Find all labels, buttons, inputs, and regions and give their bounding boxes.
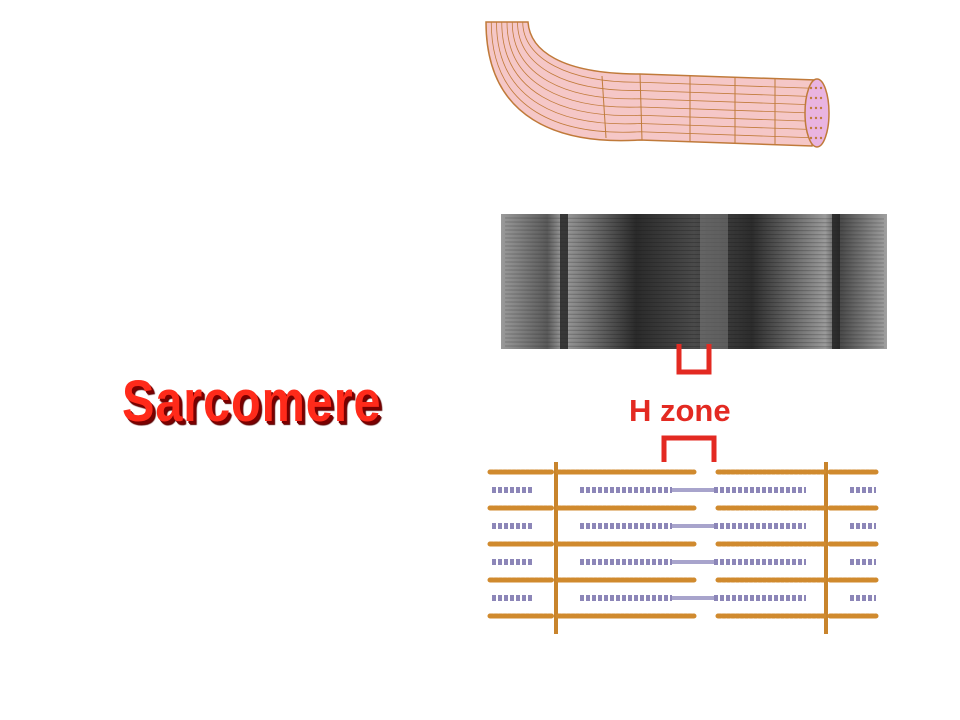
em-striation	[504, 237, 885, 240]
fiber-end-dot	[814, 106, 818, 110]
em-striation	[504, 265, 885, 268]
fiber-end-dot	[809, 126, 813, 130]
em-striation	[504, 289, 885, 292]
em-striation	[504, 241, 885, 244]
fiber-end-dot	[819, 116, 823, 120]
fiber-line	[496, 21, 813, 130]
fiber-end-dot	[814, 136, 818, 140]
h-zone-lower-bracket	[661, 435, 717, 462]
fiber-end-dot	[814, 116, 818, 120]
em-striation	[504, 261, 885, 264]
fiber-end-dot	[819, 126, 823, 130]
h-zone-label: H zone	[629, 393, 731, 428]
em-striation	[504, 217, 885, 220]
fiber-line	[506, 21, 813, 114]
em-striation	[504, 345, 885, 348]
em-striation	[504, 305, 885, 308]
em-striation	[504, 245, 885, 248]
em-striation	[504, 293, 885, 296]
em-striation	[504, 221, 885, 224]
em-striation	[504, 301, 885, 304]
fiber-end-dot	[809, 96, 813, 100]
fiber-end-dot	[814, 96, 818, 100]
fiber-line	[511, 21, 813, 106]
fiber-end-dot	[809, 136, 813, 140]
h-zone-upper-bracket	[676, 344, 712, 375]
em-striation	[504, 325, 885, 328]
fiber-line	[517, 21, 813, 97]
electron-micrograph	[501, 214, 887, 349]
em-striation	[504, 281, 885, 284]
fiber-line	[490, 21, 813, 139]
fiber-end-dot	[819, 96, 823, 100]
sarcomere-filament-diagram	[487, 462, 879, 634]
em-striation	[504, 225, 885, 228]
fiber-end-dot	[819, 106, 823, 110]
em-striation	[504, 333, 885, 336]
em-striation	[504, 269, 885, 272]
fiber-end-dot	[809, 106, 813, 110]
em-striation	[504, 257, 885, 260]
fiber-end-dot	[819, 86, 823, 90]
em-striation	[504, 297, 885, 300]
em-striation	[504, 253, 885, 256]
em-striation	[504, 273, 885, 276]
em-striation	[504, 337, 885, 340]
fiber-line	[501, 21, 813, 122]
fiber-line	[522, 21, 813, 89]
em-striation	[504, 317, 885, 320]
em-striation	[504, 329, 885, 332]
fiber-end-dot	[814, 86, 818, 90]
fiber-end-dot	[819, 136, 823, 140]
fiber-end-dot	[814, 126, 818, 130]
em-striation	[504, 313, 885, 316]
em-striation	[504, 229, 885, 232]
fiber-end-dot	[809, 86, 813, 90]
em-striation	[504, 285, 885, 288]
em-striation	[504, 341, 885, 344]
em-striation	[504, 249, 885, 252]
em-striation	[504, 321, 885, 324]
em-striation	[504, 277, 885, 280]
em-striation	[504, 233, 885, 236]
muscle-fiber-illustration	[485, 21, 830, 148]
fiber-end-dot	[809, 116, 813, 120]
em-striation	[504, 309, 885, 312]
page-title: Sarcomere	[122, 369, 382, 434]
